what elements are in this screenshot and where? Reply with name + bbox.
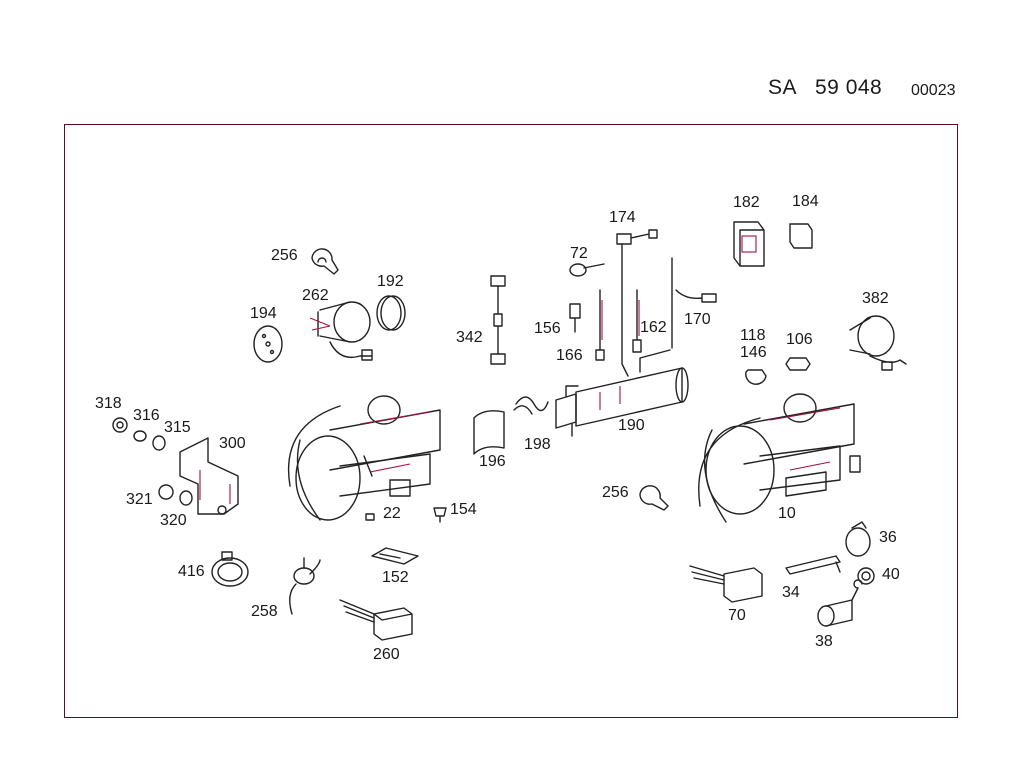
part-label-40: 40 (882, 566, 900, 583)
washer-315-drawing[interactable] (152, 435, 166, 451)
part-label-262: 262 (302, 287, 329, 304)
clamp-40-drawing[interactable] (857, 567, 875, 585)
sheet-code: 00023 (911, 82, 956, 99)
part-label-260: 260 (373, 646, 400, 663)
pump-262-drawing[interactable] (309, 301, 373, 361)
module-260-drawing[interactable] (339, 599, 413, 641)
drawing-header: SA 59 048 00023 (0, 74, 1024, 104)
part-label-38: 38 (815, 633, 833, 650)
part-label-316: 316 (133, 407, 160, 424)
part-label-34: 34 (782, 584, 800, 601)
part-label-342: 342 (456, 329, 483, 346)
part-label-196: 196 (479, 453, 506, 470)
part-label-192: 192 (377, 273, 404, 290)
part-label-300: 300 (219, 435, 246, 452)
part-label-258: 258 (251, 603, 278, 620)
heater-unit-left-drawing[interactable] (287, 395, 441, 521)
disc-194-drawing[interactable] (253, 325, 283, 363)
part-label-154: 154 (450, 501, 477, 518)
plug-154-drawing[interactable] (433, 507, 447, 523)
part-label-72: 72 (570, 245, 588, 262)
part-label-10: 10 (778, 505, 796, 522)
part-label-70: 70 (728, 607, 746, 624)
sa-label: SA (768, 76, 798, 99)
pump-382-drawing[interactable] (849, 315, 907, 371)
heater-190-drawing[interactable] (555, 349, 689, 437)
part-label-174: 174 (609, 209, 636, 226)
sensor-72-drawing[interactable] (569, 263, 605, 277)
part-label-146: 146 (740, 344, 767, 361)
part-label-318: 318 (95, 395, 122, 412)
part-label-166: 166 (556, 347, 583, 364)
clamp-256-middle-drawing[interactable] (639, 485, 669, 511)
nut-106-drawing[interactable] (785, 357, 811, 371)
cap-192-drawing[interactable] (376, 295, 406, 331)
nut-318-drawing[interactable] (112, 417, 128, 433)
hose-198-drawing[interactable] (513, 396, 549, 415)
part-label-152: 152 (382, 569, 409, 586)
part-label-416: 416 (178, 563, 205, 580)
part-label-198: 198 (524, 436, 551, 453)
part-label-382: 382 (862, 290, 889, 307)
part-label-315: 315 (164, 419, 191, 436)
washer-316-drawing[interactable] (133, 430, 147, 442)
part-label-184: 184 (792, 193, 819, 210)
part-label-170: 170 (684, 311, 711, 328)
heater-unit-right-drawing[interactable] (698, 393, 861, 523)
part-label-36: 36 (879, 529, 897, 546)
part-label-256-top: 256 (271, 247, 298, 264)
part-label-182: 182 (733, 194, 760, 211)
valve-38-drawing[interactable] (817, 579, 863, 627)
nut-321-drawing[interactable] (158, 484, 174, 500)
wire-174-drawing[interactable] (616, 229, 658, 377)
bracket-34-drawing[interactable] (785, 555, 841, 575)
bracket-152-drawing[interactable] (371, 547, 419, 565)
part-label-22: 22 (383, 505, 401, 522)
part-label-320: 320 (160, 512, 187, 529)
part-label-106: 106 (786, 331, 813, 348)
part-label-118: 118 (740, 327, 766, 344)
clamp-256-top-drawing[interactable] (311, 248, 339, 275)
part-label-156: 156 (534, 320, 561, 337)
switch-156-drawing[interactable] (569, 303, 581, 333)
harness-342-drawing[interactable] (490, 275, 506, 365)
part-label-194: 194 (250, 305, 277, 322)
relay-184-drawing[interactable] (789, 223, 813, 249)
switch-162-drawing[interactable] (632, 289, 642, 353)
clamp-118-drawing[interactable] (745, 369, 767, 385)
module-70-drawing[interactable] (689, 565, 763, 603)
relay-182-drawing[interactable] (733, 221, 765, 267)
wire-170-drawing[interactable] (671, 257, 717, 349)
hose-258-drawing[interactable] (289, 557, 321, 615)
diagram-frame (64, 124, 958, 718)
part-label-321: 321 (126, 491, 153, 508)
part-label-256-middle: 256 (602, 484, 629, 501)
part-label-162: 162 (640, 319, 667, 336)
sleeve-196-drawing[interactable] (473, 410, 505, 455)
clamp-416-drawing[interactable] (211, 551, 249, 587)
sa-number: 59 048 (815, 76, 883, 99)
switch-166-drawing[interactable] (595, 289, 605, 361)
clamp-36-drawing[interactable] (845, 521, 871, 557)
part-label-190: 190 (618, 417, 645, 434)
bracket-300-drawing[interactable] (179, 437, 239, 515)
washer-320-drawing[interactable] (179, 490, 193, 506)
